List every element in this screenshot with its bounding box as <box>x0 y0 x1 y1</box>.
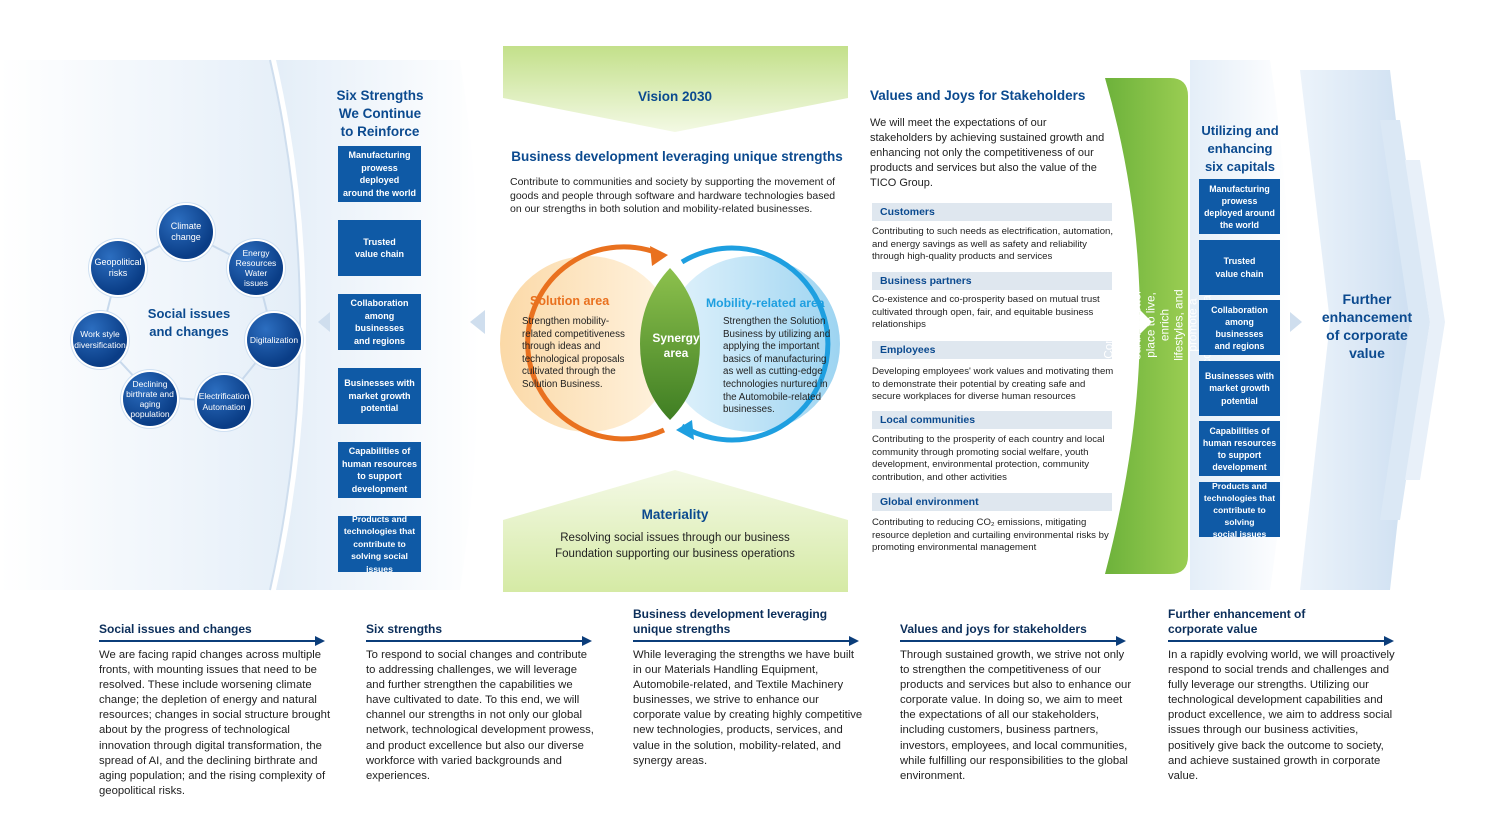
bottom-text-strengths: To respond to social changes and contrib… <box>366 649 594 782</box>
capital-value-chain: Trusted value chain <box>1199 240 1280 295</box>
stakeholder-label-global-environment: Global environment <box>872 493 1112 511</box>
stakeholder-label-customers: Customers <box>872 203 1112 221</box>
stakeholder-label-business-partners: Business partners <box>872 272 1112 290</box>
issue-geopolitical-risks: Geopolitical risks <box>91 241 145 295</box>
social-issues-center-label: Social issues and changes <box>147 306 231 339</box>
bottom-rule-strengths <box>366 636 592 646</box>
strength-market-growth: Businesses with market growth potential <box>338 368 421 424</box>
materiality-line-1: Resolving social issues through our busi… <box>560 532 790 544</box>
bottom-rule-social <box>99 636 325 646</box>
bottom-heading-social: Social issues and changes <box>99 622 252 636</box>
vision-2030-label: Vision 2030 <box>637 89 713 104</box>
contribution-band: Contribute to making the earth a better … <box>1102 90 1228 560</box>
issue-digitalization: Digitalization <box>247 313 301 367</box>
materiality-line-2: Foundation supporting our business opera… <box>555 548 795 560</box>
issue-work-style-diversification: Work style diversification <box>73 313 127 367</box>
issue-energy-resources-water: Energy Resources Water issues <box>229 241 283 295</box>
bottom-rule-values <box>900 636 1126 646</box>
stakeholder-label-employees: Employees <box>872 341 1112 359</box>
strength-human-resources: Capabilities of human resources to suppo… <box>338 442 421 498</box>
capital-collaboration: Collaboration among businesses and regio… <box>1199 300 1280 355</box>
strength-products-technologies: Products and technologies that contribut… <box>338 514 421 574</box>
issue-declining-birthrate: Declining birthrate and aging population <box>123 372 177 426</box>
stakeholder-text-customers: Contributing to such needs as electrific… <box>872 226 1114 263</box>
bottom-text-values: Through sustained growth, we strive not … <box>900 649 1132 782</box>
bottom-text-further: In a rapidly evolving world, we will pro… <box>1168 649 1395 782</box>
capital-human-resources: Capabilities of human resources to suppo… <box>1199 421 1280 476</box>
capital-products-technologies: Products and technologies that contribut… <box>1199 481 1280 539</box>
capital-manufacturing: Manufacturing prowess deployed around th… <box>1199 179 1280 234</box>
six-capitals-title: Utilizing and enhancing six capitals <box>1201 123 1279 174</box>
issue-climate-change: Climate change <box>159 205 213 259</box>
bottom-heading-business: Business development leveraging unique s… <box>633 607 828 636</box>
values-title: Values and Joys for Stakeholders <box>870 88 1086 103</box>
six-strengths-title: Six Strengths We Continue to Reinforce <box>336 88 424 139</box>
mobility-area-title: Mobility-related area <box>706 296 825 310</box>
mobility-area-text: Strengthen the Solution Business by util… <box>723 316 831 416</box>
business-development-description: Contribute to communities and society by… <box>510 176 836 215</box>
stakeholder-label-local-communities: Local communities <box>872 411 1112 429</box>
bottom-rule-further <box>1168 636 1394 646</box>
business-development-title: Business development leveraging unique s… <box>511 149 843 164</box>
solution-area-text: Strengthen mobility-related competitiven… <box>522 316 625 390</box>
bottom-rule-business <box>633 636 859 646</box>
bottom-heading-values: Values and joys for stakeholders <box>900 622 1087 636</box>
bottom-heading-strengths: Six strengths <box>366 622 443 636</box>
issue-electrification-automation: Electrification Automation <box>197 375 251 429</box>
bottom-heading-further: Further enhancement of corporate value <box>1168 607 1306 636</box>
bottom-text-business: While leveraging the strengths we have b… <box>633 649 863 767</box>
capital-market-growth: Businesses with market growth potential <box>1199 361 1280 416</box>
strength-collaboration: Collaboration among businesses and regio… <box>338 294 421 350</box>
synergy-area-label: Synergy area <box>652 331 700 360</box>
stakeholder-text-employees: Developing employees' work values and mo… <box>872 366 1114 403</box>
stakeholder-text-local-communities: Contributing to the prosperity of each c… <box>872 434 1105 483</box>
strength-manufacturing: Manufacturing prowess deployed around th… <box>338 146 421 202</box>
stakeholder-text-business-partners: Co-existence and co-prosperity based on … <box>872 294 1100 331</box>
bottom-text-social: We are facing rapid changes across multi… <box>99 649 331 797</box>
stakeholder-text-global-environment: Contributing to reducing CO₂ emissions, … <box>872 517 1109 554</box>
materiality-title: Materiality <box>641 507 709 522</box>
strength-value-chain: Trusted value chain <box>338 220 421 276</box>
solution-area-title: Solution area <box>530 294 610 308</box>
values-intro: We will meet the expectations of our sta… <box>870 117 1105 189</box>
further-enhancement-label: Further enhancement of corporate value <box>1321 291 1413 361</box>
